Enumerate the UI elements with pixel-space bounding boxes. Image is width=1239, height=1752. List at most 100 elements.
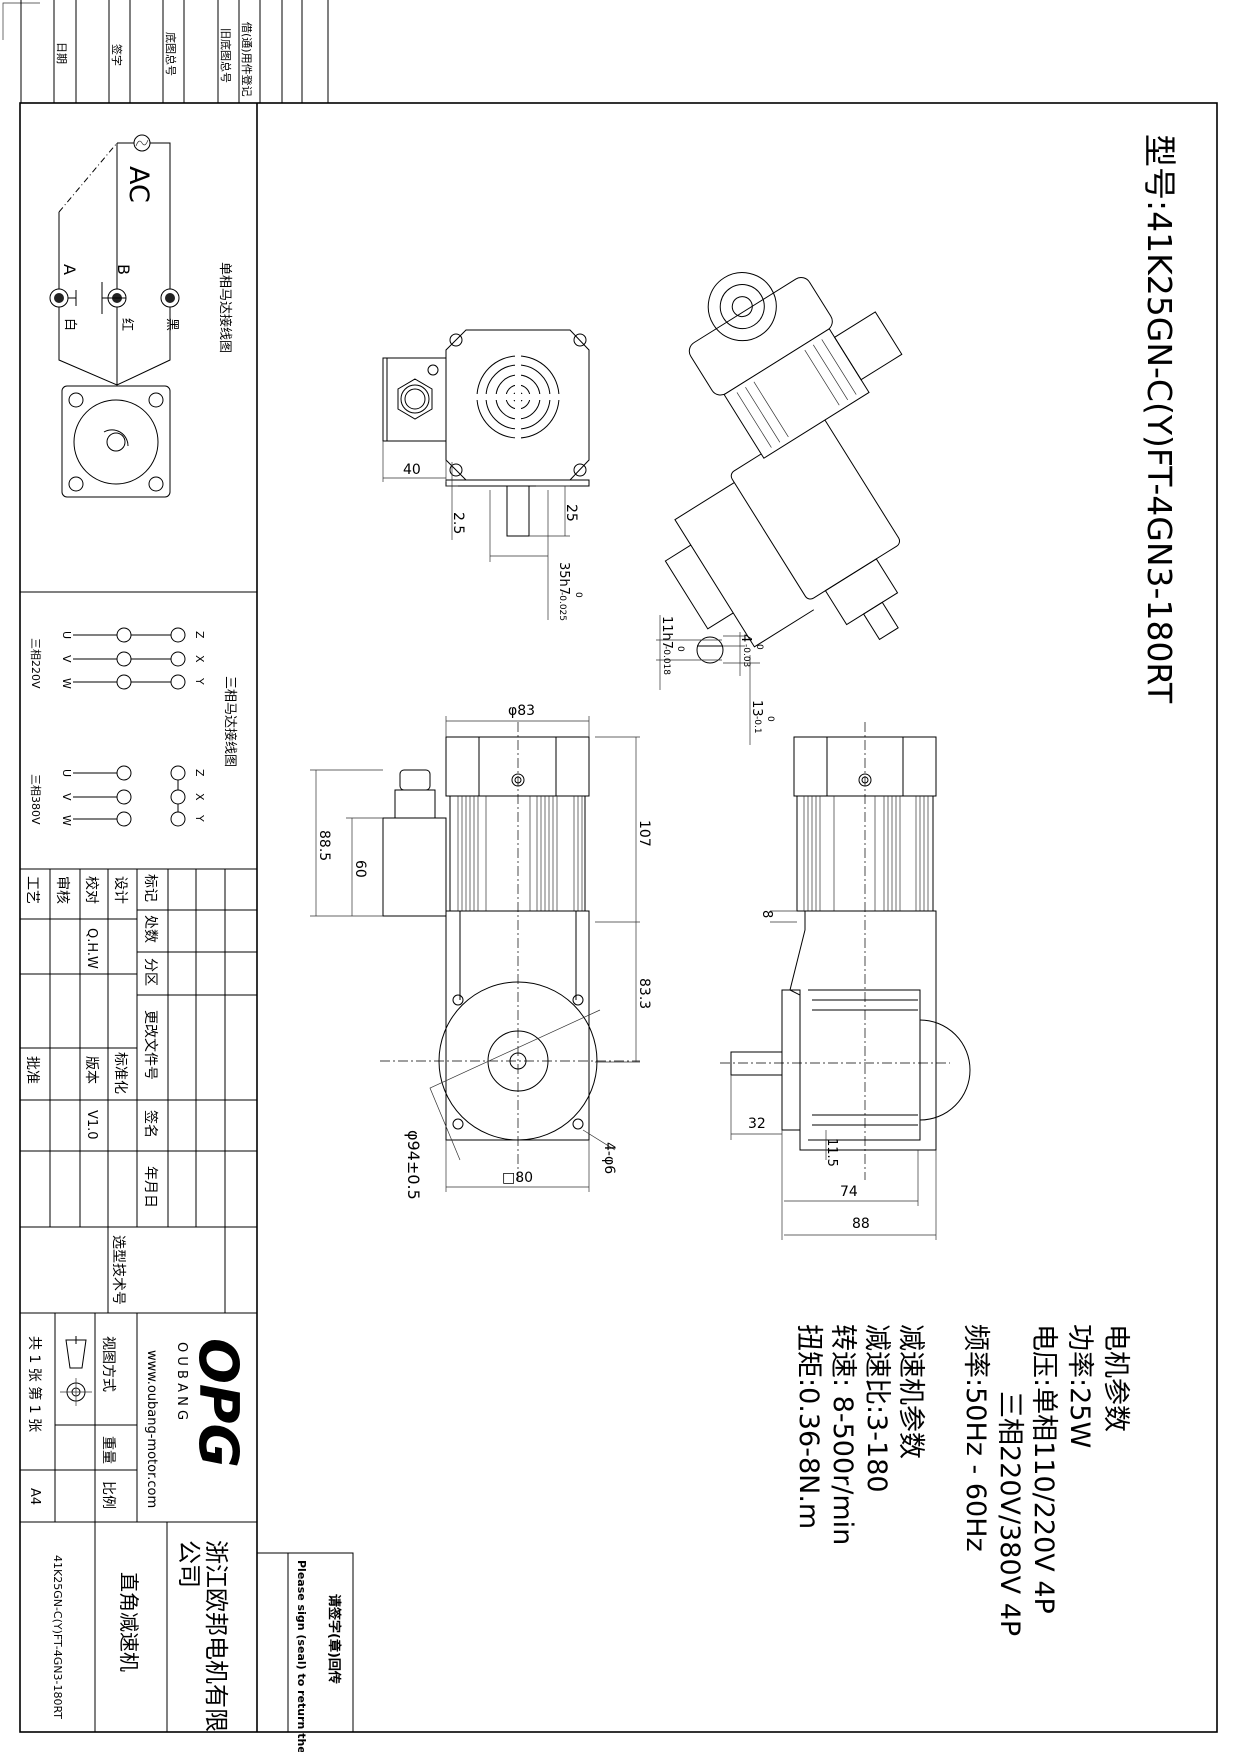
strip-label-old-drawing-no: 旧底图总号 (219, 28, 233, 83)
dim-shaft-tol-upper: 0 (573, 592, 583, 598)
drawing-stroke (54, 293, 64, 303)
drawing-stroke (826, 737, 904, 796)
drawing-stroke (696, 636, 724, 664)
drawing-stroke (382, 817, 447, 917)
dim-88-5: 88.5 (316, 830, 332, 861)
version-value: V1.0 (84, 1110, 99, 1140)
terminal-x-label: X (193, 793, 206, 801)
terminal-u-label: U (60, 769, 73, 777)
drawing-stroke (20, 1226, 257, 1523)
label-weight: 重量 (100, 1436, 116, 1464)
drawing-stroke (833, 311, 903, 381)
drawing-stroke (170, 627, 186, 643)
dim-88: 88 (852, 1216, 870, 1232)
drawing-stroke (135, 139, 149, 147)
drawing-stroke (148, 392, 164, 408)
drawing-stroke (165, 293, 175, 303)
brand-name: O U B A N G (174, 1342, 189, 1420)
drawing-stroke (808, 989, 921, 1141)
terminal-w-label: W (60, 678, 73, 689)
drawing-stroke (862, 601, 899, 641)
terminal-y-label: Y (193, 814, 206, 822)
motor-flange-outline (61, 385, 171, 498)
drawing-stroke (730, 910, 937, 1240)
dim-107: 107 (636, 820, 652, 847)
fan-grille-icon (476, 355, 560, 439)
sign-return-en: Please sign (seal) to return the call (295, 1560, 308, 1752)
label-scale: 比例 (100, 1481, 116, 1509)
dim-2-5: 2.5 (450, 512, 466, 534)
drawing-stroke (20, 918, 137, 1152)
terminal-v-label: V (60, 655, 73, 663)
drawing-stroke (170, 789, 186, 805)
dim-key-depth: 4 (738, 634, 753, 642)
dim-key-depth-tol-upper: 0 (754, 644, 764, 650)
dim-phi94: φ94±0.5 (404, 1130, 423, 1200)
label-selection-no: 选型技术号 (110, 1235, 126, 1305)
dim-4-holes: 4-φ6 (601, 1142, 617, 1174)
dim-key-depth-tol-lower: -0.03 (741, 644, 751, 667)
dim-phi83: φ83 (508, 703, 535, 719)
drawing-stroke (572, 1118, 584, 1130)
corner-mark (2, 2, 40, 40)
projection-symbol-icon (60, 1336, 92, 1406)
drawing-stroke (103, 429, 129, 447)
dim-shaft-35h7: 35h7 (556, 562, 571, 595)
dim-shaft-tol-lower: -0.025 (557, 592, 567, 621)
label-version: 版本 (83, 1056, 99, 1084)
strip-label-base-drawing-no: 底图总号 (164, 32, 178, 76)
strip-label-date: 日期 (55, 42, 68, 64)
three-phase-wiring-diagram: 三相马达接线图 三相220V 三相380V U V W Z X Y U V W … (29, 627, 238, 827)
terminal-x-label: X (193, 655, 206, 663)
dim-74: 74 (840, 1184, 858, 1200)
terminal-a-label: A (60, 264, 79, 275)
drawing-stroke (457, 796, 583, 911)
drawing-stroke (803, 796, 929, 911)
sign-return-cn: 请签字(章)回传 (326, 1594, 342, 1684)
drawing-stroke (573, 333, 587, 347)
dim-key-width-tol-upper: 0 (675, 646, 685, 652)
keyway-detail: 11h7 0 -0.018 4 0 -0.03 13 0 -0.1 (656, 615, 775, 745)
drawing-stroke (116, 789, 132, 805)
dim-32: 32 (748, 1116, 766, 1132)
single-phase-wiring-diagram: AC A B 白 红 黑 单相马达接线图 (49, 134, 233, 498)
drawing-stroke (382, 441, 570, 620)
terminal-u-label: U (60, 631, 73, 639)
drawing-stroke (65, 1336, 87, 1369)
terminal-z-label: Z (193, 769, 206, 777)
param-speed: 转速: 8-500r/min (827, 1324, 858, 1545)
dim-40: 40 (403, 462, 421, 478)
reducer-params-title: 减速机参数 (895, 1324, 926, 1459)
drawing-stroke (256, 1552, 354, 1733)
website-link[interactable]: www.oubang-motor.com (144, 1350, 159, 1508)
drawing-stroke (781, 989, 801, 1131)
label-check: 校对 (83, 876, 100, 904)
drawing-stroke (506, 485, 530, 537)
single-phase-title: 单相马达接线图 (217, 262, 233, 353)
sign-return-box: 请签字(章)回传 Please sign (seal) to return th… (256, 1552, 354, 1752)
drawing-stroke (397, 378, 433, 420)
model-title: 型号:41K25GN-C(Y)FT-4GN3-180RT (1140, 134, 1179, 704)
dim-square-80: □80 (502, 1170, 533, 1186)
ac-label: AC (123, 166, 154, 203)
label-review: 审核 (54, 876, 70, 904)
header-date: 年月日 (142, 1166, 158, 1208)
drawing-stroke (73, 772, 179, 820)
label-process: 工艺 (24, 876, 40, 904)
drawing-stroke (116, 811, 132, 827)
wire-white-label: 白 (62, 318, 78, 331)
product-name: 直角减速机 (117, 1572, 141, 1672)
wire-red-label: 红 (119, 318, 135, 331)
dim-8: 8 (759, 910, 774, 918)
label-view-method: 视图方式 (100, 1336, 116, 1392)
dim-key-height: 13 (749, 700, 764, 717)
title-block: 标记 处数 分区 更改文件号 签名 年月日 设计 校对 审核 工艺 Q.H.W … (19, 869, 257, 1732)
drawing-stroke (116, 651, 132, 667)
sheet-count: 共 1 张 第 1 张 (26, 1336, 43, 1432)
capacitor-icon (68, 282, 126, 314)
three-phase-title: 三相马达接线图 (222, 676, 238, 767)
drawing-stroke (730, 1051, 783, 1076)
param-voltage: 电压:单相110/220V 4P (1028, 1324, 1059, 1614)
checker-name: Q.H.W (84, 928, 99, 969)
